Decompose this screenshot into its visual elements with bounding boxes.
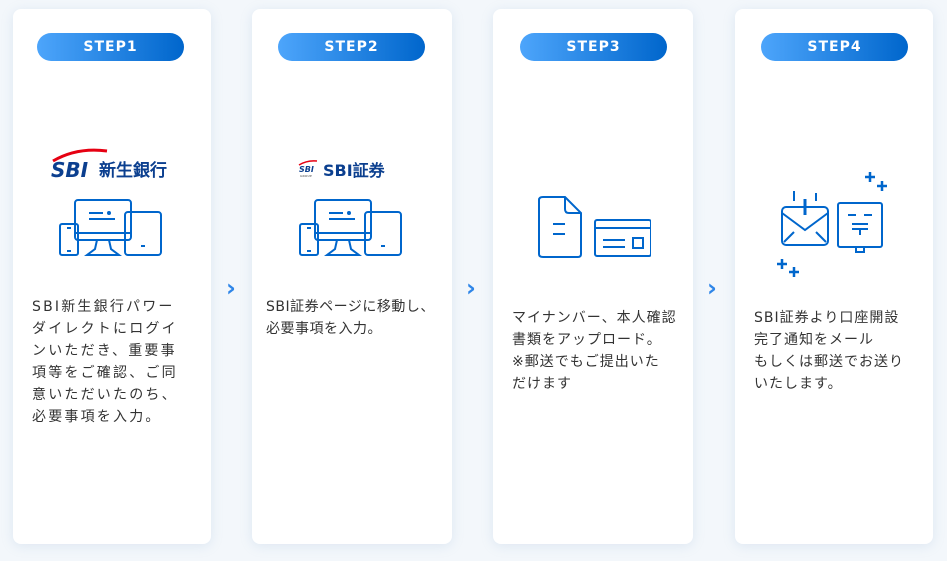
desc-line: 完了通知をメール — [754, 332, 874, 348]
desc-line: SBI新生銀行パワー — [32, 299, 175, 315]
desc-line: 必要事項を入力。 — [266, 321, 382, 337]
chevron-right-icon: › — [707, 274, 717, 302]
desc-line: だけます — [512, 376, 572, 392]
step-description: マイナンバー、本人確認 書類をアップロード。 ※郵送でもご提出いた だけます — [512, 307, 677, 395]
devices-icon — [252, 199, 452, 257]
chevron-right-icon: › — [226, 274, 236, 302]
sbi-securities-logo: SBI GROUP SBI証券 — [252, 157, 452, 187]
step-badge: STEP2 — [278, 33, 425, 61]
step-description: SBI新生銀行パワー ダイレクトにログイ ンいただき、重要事 項等をご確認、ご同… — [32, 296, 197, 428]
step-card-1: STEP1 SBI 新生銀行 SBI新生銀行パワー ダイレクトにログイ ンいただ… — [13, 9, 211, 544]
step-description: SBI証券ページに移動し、 必要事項を入力。 — [266, 296, 435, 340]
step-badge: STEP1 — [37, 33, 184, 61]
desc-line: ダイレクトにログイ — [32, 321, 178, 337]
step-badge: STEP4 — [761, 33, 908, 61]
svg-text:SBI証券: SBI証券 — [323, 161, 386, 180]
desc-line: ※郵送でもご提出いた — [512, 354, 660, 370]
desc-line: 項等をご確認、ご同 — [32, 365, 178, 381]
svg-text:新生銀行: 新生銀行 — [99, 160, 167, 181]
step-card-3: STEP3 マイナンバー、本人確認 書類をアップロード。 ※郵送でもご提出いた … — [493, 9, 693, 544]
desc-line: マイナンバー、本人確認 — [512, 310, 677, 326]
step-card-4: STEP4 SBI証券より口座開設 完了通知をメール もしくは郵送でお送り いた… — [735, 9, 933, 544]
desc-line: ンいただき、重要事 — [32, 343, 177, 359]
document-and-card-icon — [493, 196, 693, 260]
desc-line: もしくは郵送でお送り — [754, 354, 904, 370]
svg-text:GROUP: GROUP — [300, 174, 313, 178]
desc-line: 意いただいたのち、 — [32, 387, 178, 403]
desc-line: いたします。 — [754, 376, 843, 392]
mail-and-postbox-icon — [735, 169, 933, 281]
devices-icon — [13, 199, 211, 257]
svg-text:SBI: SBI — [299, 165, 314, 174]
step-badge: STEP3 — [520, 33, 667, 61]
svg-text:SBI: SBI — [51, 158, 89, 181]
chevron-right-icon: › — [466, 274, 476, 302]
desc-line: 書類をアップロード。 — [512, 332, 662, 348]
sbi-shinsei-bank-logo: SBI 新生銀行 — [13, 147, 211, 185]
desc-line: 必要事項を入力。 — [32, 409, 162, 425]
step-description: SBI証券より口座開設 完了通知をメール もしくは郵送でお送り いたします。 — [754, 307, 919, 395]
step-card-2: STEP2 SBI GROUP SBI証券 SBI証券ページに移動し、 必要事項… — [252, 9, 452, 544]
desc-line: SBI証券ページに移動し、 — [266, 299, 435, 315]
desc-line: SBI証券より口座開設 — [754, 310, 900, 326]
